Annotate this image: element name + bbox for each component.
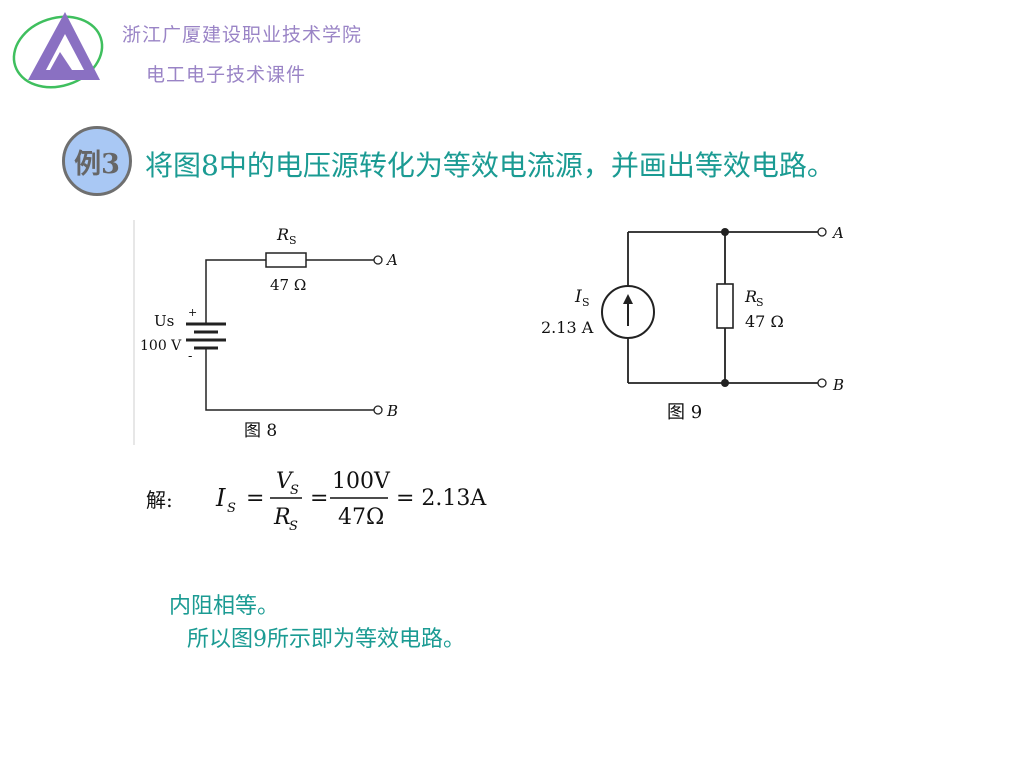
fig8-terminal-b xyxy=(373,405,383,415)
fig9-junction-top xyxy=(721,228,729,236)
note-line-2: 所以图9所示即为等效电路。 xyxy=(187,627,465,652)
fig8-resistor-value: 47 Ω xyxy=(270,276,306,294)
solution-formula: I S = V S R S = 100V 47Ω = 2.13A xyxy=(215,469,487,534)
fig9-current-sub: S xyxy=(582,296,590,309)
fig9-current-arrow xyxy=(623,294,633,304)
fig9-resistor-label: R xyxy=(744,287,757,306)
figure-9-circuit: I S 2.13 A R S 47 Ω A B 图 9 xyxy=(541,224,844,423)
formula-lhs-sub: S xyxy=(227,501,236,516)
fig9-terminal-a-label: A xyxy=(831,224,844,242)
fig9-terminal-b-label: B xyxy=(832,376,844,394)
fig9-caption: 图 9 xyxy=(667,402,702,423)
fig8-source-value: 100 V xyxy=(140,338,182,354)
fig9-terminal-b xyxy=(817,378,827,388)
fig8-caption: 图 8 xyxy=(244,421,277,441)
fig8-terminal-a-label: A xyxy=(385,251,398,269)
fig9-current-value: 2.13 A xyxy=(541,318,594,337)
formula-frac1-den-sub: S xyxy=(289,519,298,534)
fig8-plus-sign: + xyxy=(188,306,197,319)
formula-eq-2: = xyxy=(310,486,328,511)
formula-frac1-den: R xyxy=(273,505,291,530)
formula-frac1-num: V xyxy=(276,469,294,494)
note-line-1: 内阻相等。 xyxy=(169,594,280,619)
example-badge-label: 例3 xyxy=(74,148,120,180)
fig8-resistor-sub: S xyxy=(289,234,297,247)
fig9-current-label: I xyxy=(574,287,582,307)
fig8-resistor-label: R xyxy=(276,225,289,244)
fig8-terminal-a xyxy=(373,255,383,265)
fig8-source-label: Us xyxy=(154,312,174,330)
formula-frac2-den: 47Ω xyxy=(338,505,384,530)
formula-eq-1: = xyxy=(246,486,264,511)
course-title: 电工电子技术课件 xyxy=(146,64,307,86)
formula-lhs: I xyxy=(215,484,226,512)
example-badge: 例3 xyxy=(62,126,132,196)
school-name: 浙江广厦建设职业技术学院 xyxy=(122,24,363,46)
solution-label: 解: xyxy=(146,488,173,512)
fig8-minus-sign: - xyxy=(188,349,192,364)
fig8-terminal-b-label: B xyxy=(386,402,398,420)
fig9-terminal-a xyxy=(817,227,827,237)
school-logo xyxy=(12,12,104,89)
fig9-resistor-sub: S xyxy=(756,296,764,309)
formula-frac1-num-sub: S xyxy=(290,483,299,498)
problem-statement: 将图8中的电压源转化为等效电流源，并画出等效电路。 xyxy=(145,149,835,182)
formula-frac2-num: 100V xyxy=(332,469,391,494)
fig9-resistor xyxy=(716,283,734,329)
formula-result: = 2.13A xyxy=(396,486,487,511)
fig8-resistor xyxy=(265,252,307,268)
figure-8-circuit: R S 47 Ω A B + - Us 100 V 图 8 xyxy=(133,220,398,445)
fig9-resistor-value: 47 Ω xyxy=(745,312,784,331)
fig9-junction-bottom xyxy=(721,379,729,387)
